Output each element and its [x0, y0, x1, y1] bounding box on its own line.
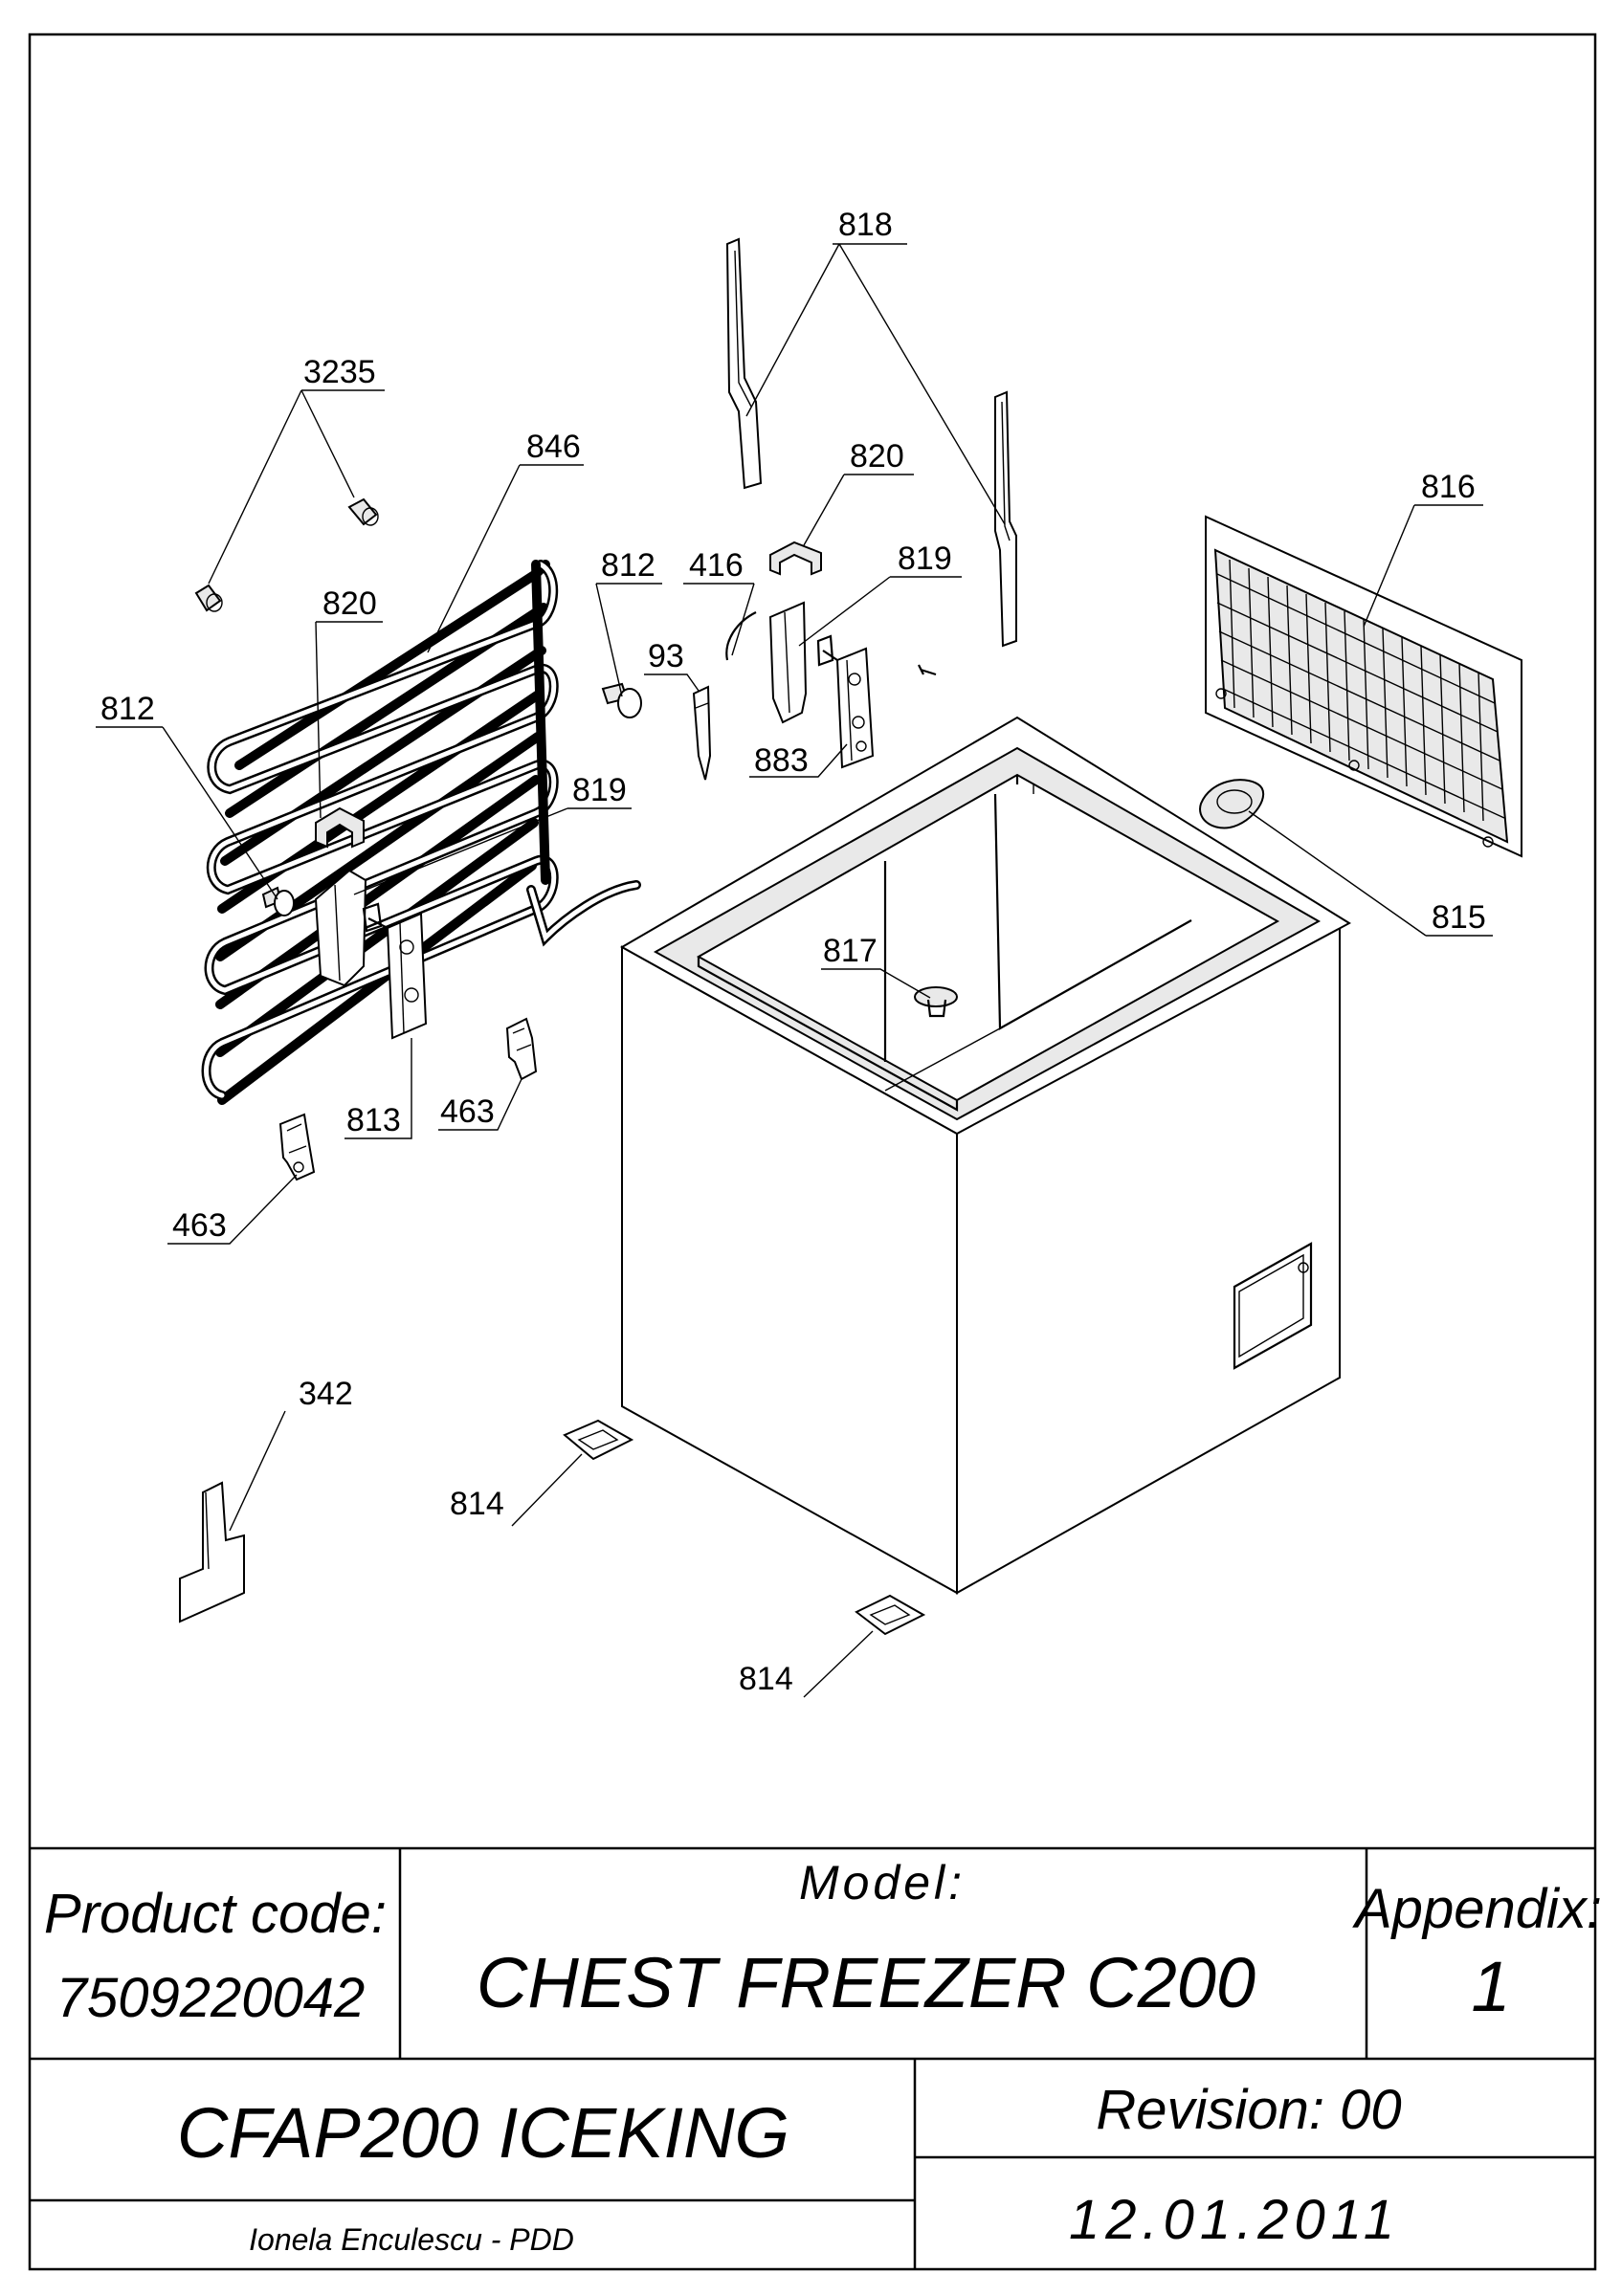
bracket-463-left	[278, 1113, 316, 1181]
clip-820-top	[769, 541, 822, 576]
model-label: Model:	[799, 1856, 966, 1910]
spring-pin-416	[725, 611, 757, 661]
leader-lines	[96, 243, 1493, 1698]
author: Ionela Enculescu - PDD	[249, 2222, 574, 2257]
callout-819-left: 819	[572, 772, 627, 808]
cap-3235-b	[194, 584, 223, 612]
cover-819-top	[768, 601, 808, 724]
bracket-463-right	[505, 1017, 538, 1081]
drain-part	[914, 986, 958, 1018]
hinge-strip-left	[725, 237, 763, 490]
cover-819-left	[314, 869, 367, 987]
callout-815: 815	[1432, 899, 1486, 936]
scraper-342	[179, 1481, 245, 1623]
callout-816: 816	[1421, 469, 1476, 505]
callout-463-right: 463	[440, 1093, 495, 1130]
product-code-label: Product code:	[44, 1883, 387, 1945]
callout-819-top: 819	[898, 541, 952, 577]
callout-820-left: 820	[322, 585, 377, 622]
revision: Revision: 00	[1096, 2079, 1401, 2141]
hinge-813	[362, 902, 428, 1040]
callout-463-left: 463	[172, 1207, 227, 1244]
callout-820-top: 820	[850, 438, 904, 475]
hinge-883	[816, 634, 875, 769]
callout-818: 818	[838, 207, 893, 243]
appendix-value: 1	[1471, 1947, 1510, 2026]
bolt-812-top	[601, 682, 642, 718]
model-value: CHEST FREEZER C200	[477, 1943, 1255, 2022]
hinge-strip-right	[994, 390, 1017, 648]
product-code-value: 7509220042	[56, 1967, 366, 2029]
callout-817: 817	[823, 933, 878, 969]
callout-93: 93	[648, 638, 684, 674]
freezer-cabinet	[619, 716, 1351, 1595]
callout-813: 813	[346, 1102, 401, 1138]
date: 12.01.2011	[1069, 2189, 1400, 2251]
callout-883: 883	[754, 742, 809, 779]
callout-3235: 3235	[303, 354, 376, 390]
callout-846: 846	[526, 429, 581, 465]
cap-3235-a	[347, 497, 379, 526]
screw	[918, 664, 937, 676]
callout-812-left: 812	[100, 691, 155, 727]
callout-812-top: 812	[601, 547, 655, 584]
bolt-812-left	[261, 886, 295, 916]
callout-814-a: 814	[450, 1486, 504, 1522]
back-grille	[1205, 515, 1522, 858]
clip-820-left	[315, 806, 365, 849]
callout-416: 416	[689, 547, 744, 584]
product-name: CFAP200 ICEKING	[177, 2093, 789, 2173]
callout-342: 342	[299, 1376, 353, 1412]
callout-labels: 818 3235 846 820 820 816 812 812 416 819…	[100, 207, 1486, 1697]
title-block: Product code: 7509220042 Model: CHEST FR…	[30, 1846, 1602, 2269]
foot-814-a	[563, 1419, 634, 1461]
appendix-label: Appendix:	[1352, 1878, 1602, 1940]
drawing-frame	[28, 33, 1597, 2271]
foot-814-b	[855, 1594, 926, 1636]
drain-plug-part	[1199, 779, 1265, 829]
rod-93	[692, 685, 712, 781]
condenser-coil	[201, 560, 641, 1115]
callout-814-b: 814	[739, 1661, 793, 1697]
